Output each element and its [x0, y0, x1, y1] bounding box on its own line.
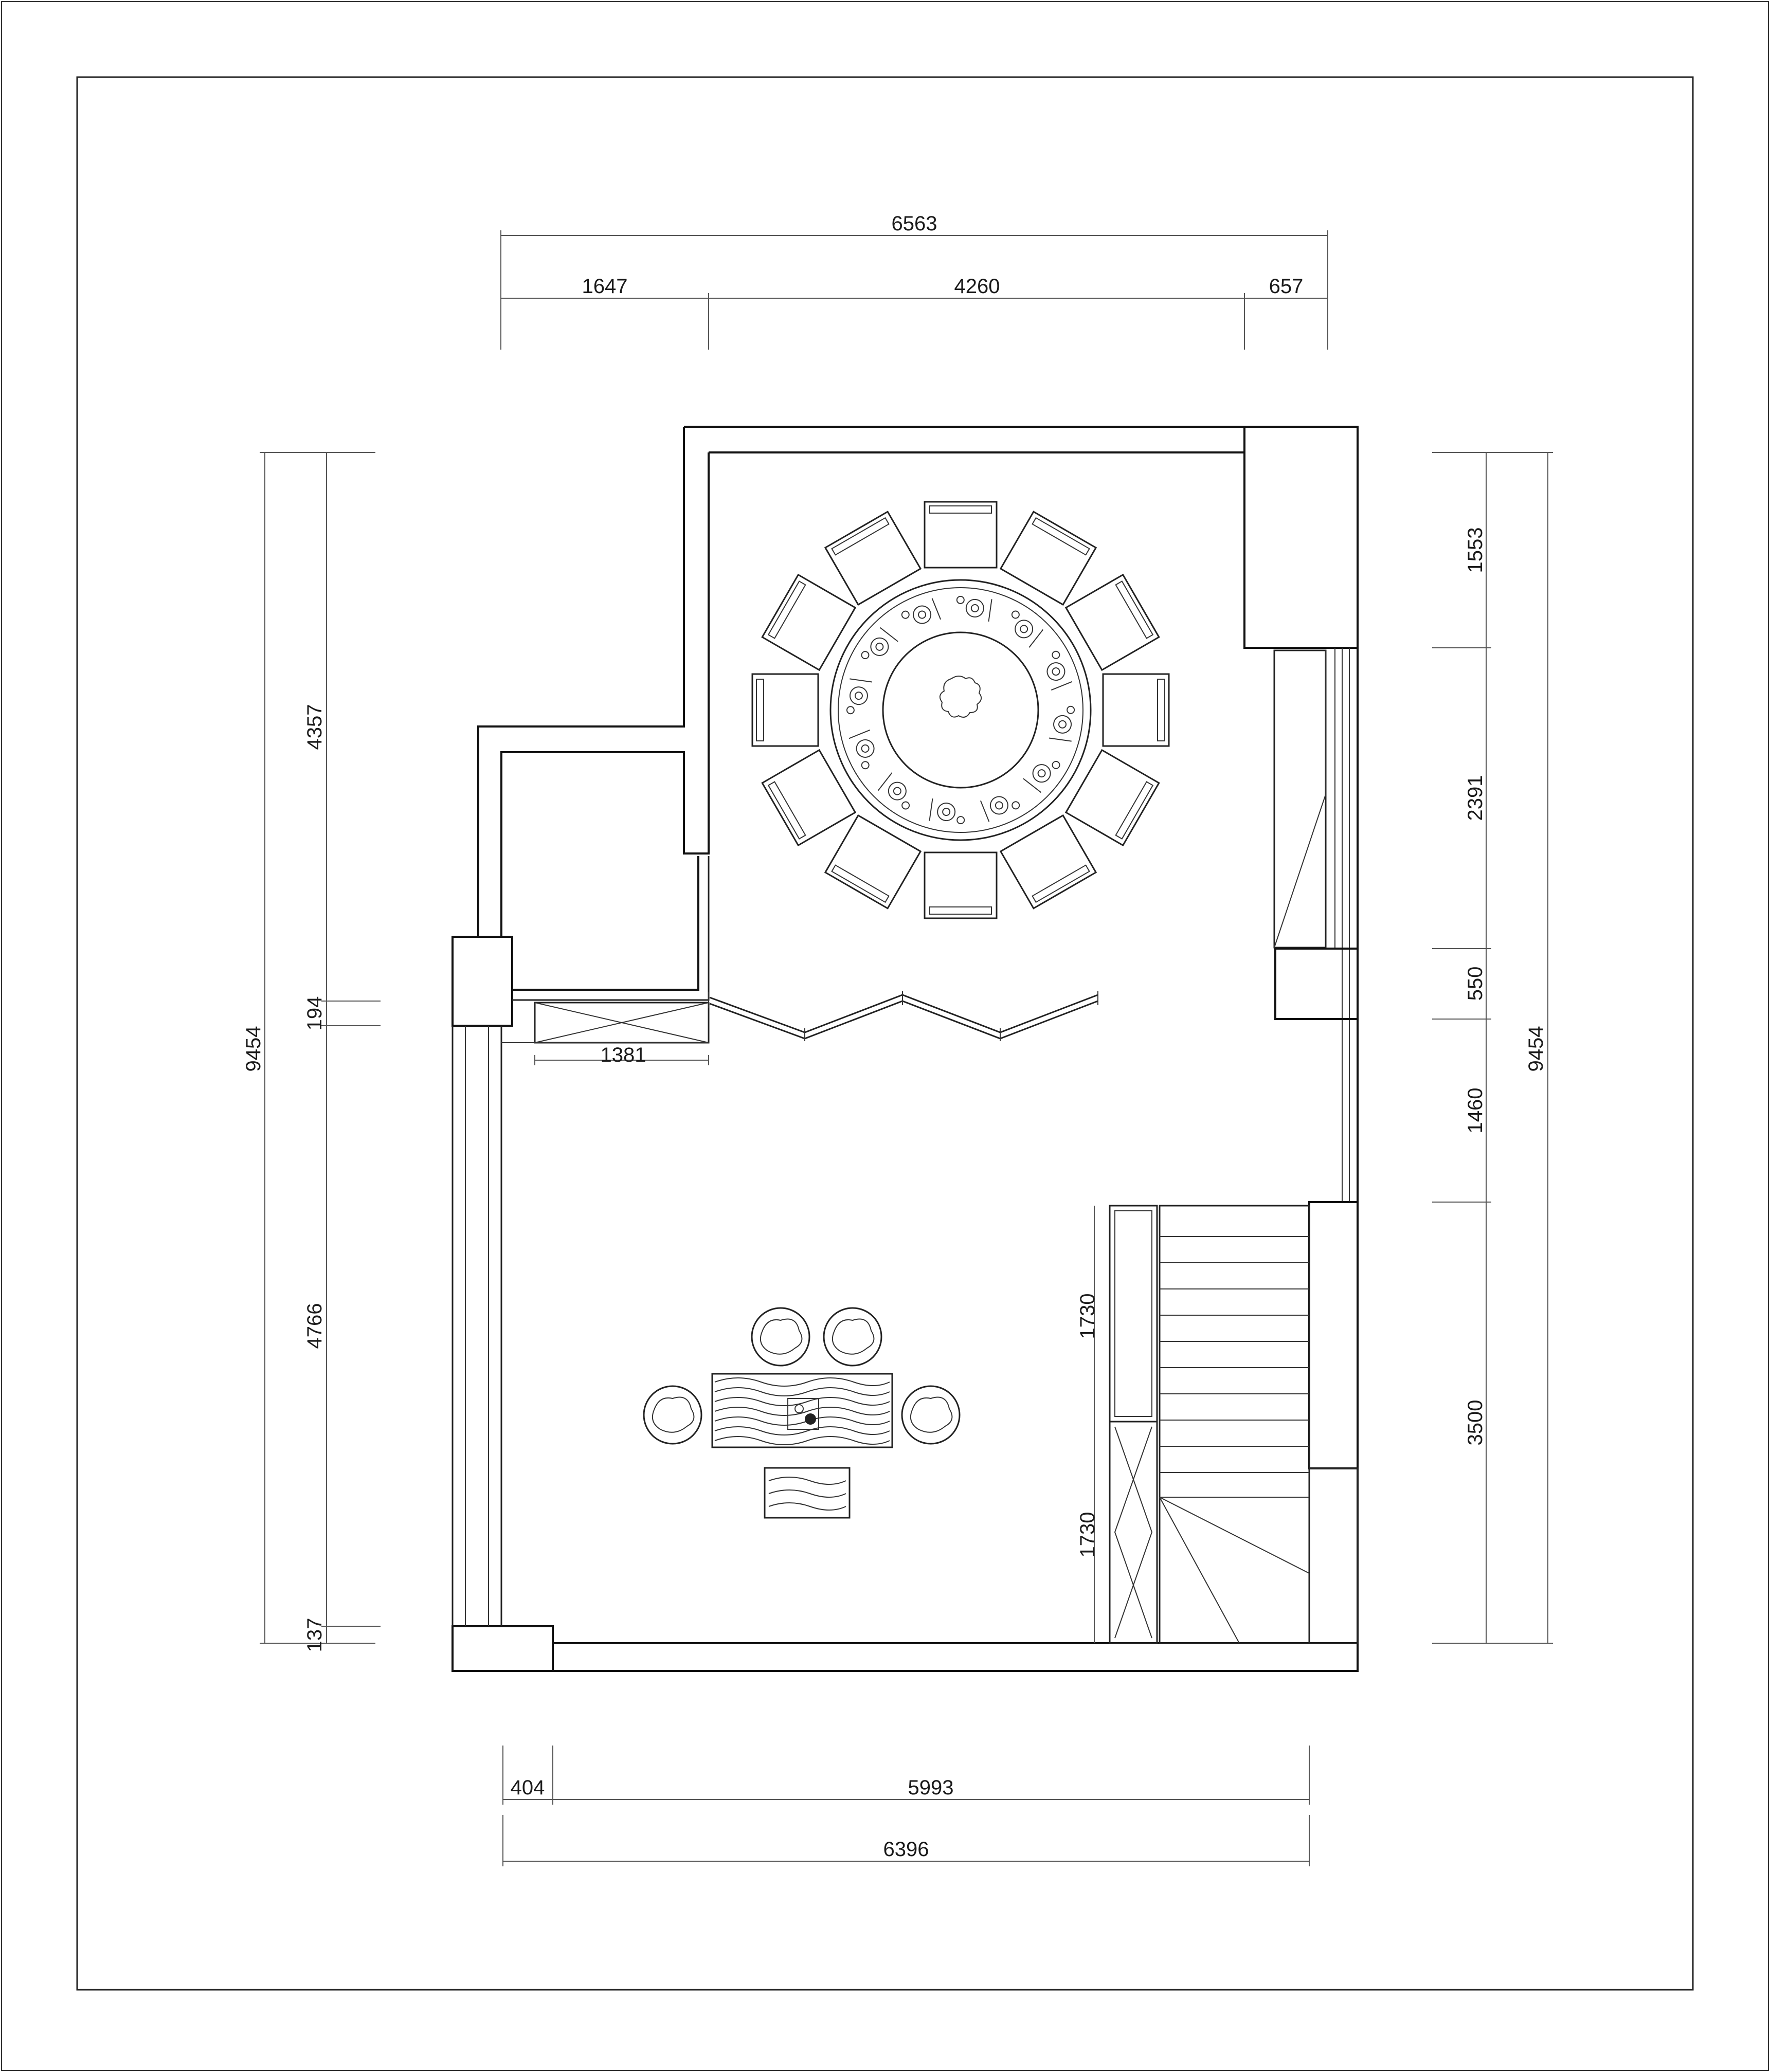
- dim-top-seg-2: 4260: [954, 275, 1000, 298]
- dim-left-total: 9454: [242, 1026, 265, 1072]
- dining-chair: [824, 814, 922, 910]
- place-setting: [848, 729, 875, 770]
- dining-chair: [1064, 573, 1160, 671]
- place-setting: [901, 598, 942, 624]
- dining-chair: [924, 501, 998, 569]
- dim-right-seg-1: 1553: [1464, 528, 1487, 573]
- dining-chair: [999, 511, 1097, 606]
- dim-top-total: 6563: [892, 212, 937, 235]
- dim-bottom-seg-1: 404: [511, 1776, 545, 1799]
- sheet-inner-frame: [76, 76, 1694, 1991]
- dim-bottom-seg-2: 5993: [908, 1776, 954, 1799]
- dim-cabinet-upper: 1730: [1076, 1294, 1099, 1339]
- place-setting: [929, 798, 965, 825]
- dim-left-seg-4: 137: [303, 1618, 326, 1652]
- dining-chair: [761, 749, 857, 847]
- dim-left-seg-2: 194: [303, 996, 326, 1031]
- place-setting: [1011, 610, 1044, 648]
- place-setting: [861, 627, 898, 660]
- dining-chair: [924, 851, 998, 919]
- place-setting: [980, 796, 1020, 822]
- dining-chair: [824, 511, 922, 606]
- dim-top-seg-3: 657: [1269, 275, 1304, 298]
- dim-right-seg-5: 3500: [1464, 1400, 1487, 1446]
- top-dimension-chain: 6563 1647 4260 657: [500, 212, 1328, 350]
- staircase: [1159, 1205, 1310, 1644]
- exterior-walls: [451, 426, 1359, 1672]
- bottom-dimension-chain: 404 5993 6396: [502, 1746, 1310, 1866]
- dining-chair: [1102, 673, 1170, 747]
- dining-chair: [1064, 749, 1160, 847]
- dining-chair: [761, 573, 857, 671]
- place-setting: [877, 772, 910, 810]
- dim-right-total: 9454: [1525, 1026, 1547, 1072]
- stair-side-cabinets: 1730 1730: [1076, 1205, 1158, 1644]
- dim-right-seg-4: 1460: [1464, 1088, 1487, 1134]
- tea-chair: [643, 1385, 702, 1445]
- place-setting: [956, 595, 992, 622]
- dining-chair: [751, 673, 819, 747]
- dim-cabinet-lower: 1730: [1076, 1512, 1099, 1558]
- tea-chair: [751, 1307, 810, 1367]
- place-setting: [846, 678, 873, 715]
- dim-top-seg-1: 1647: [582, 275, 628, 298]
- dim-left-seg-3: 4766: [303, 1303, 326, 1349]
- dim-cabinet-width: 1381: [601, 1044, 646, 1066]
- place-setting: [1023, 760, 1060, 793]
- tea-table-set: [643, 1307, 961, 1519]
- dim-left-seg-1: 4357: [303, 704, 326, 750]
- dim-right-seg-2: 2391: [1464, 775, 1487, 821]
- left-dimension-chain: 9454 4357 194 4766 137: [242, 452, 381, 1652]
- dim-right-seg-3: 550: [1464, 967, 1487, 1001]
- right-dimension-chain: 1553 2391 550 1460 3500 9454: [1432, 452, 1553, 1644]
- place-setting: [1046, 650, 1073, 691]
- side-stool: [764, 1467, 851, 1519]
- tea-chair: [901, 1385, 961, 1445]
- entry-cabinet: 1381: [501, 1002, 710, 1066]
- round-dining-table: [751, 501, 1170, 919]
- dining-chair: [999, 814, 1097, 910]
- folding-doors: [708, 991, 1098, 1041]
- tea-tray-icon: [787, 1398, 819, 1430]
- centerpiece-plant-icon: [939, 676, 982, 718]
- place-setting: [1049, 705, 1075, 742]
- dim-bottom-total: 6396: [883, 1838, 929, 1861]
- tea-chair: [823, 1307, 882, 1367]
